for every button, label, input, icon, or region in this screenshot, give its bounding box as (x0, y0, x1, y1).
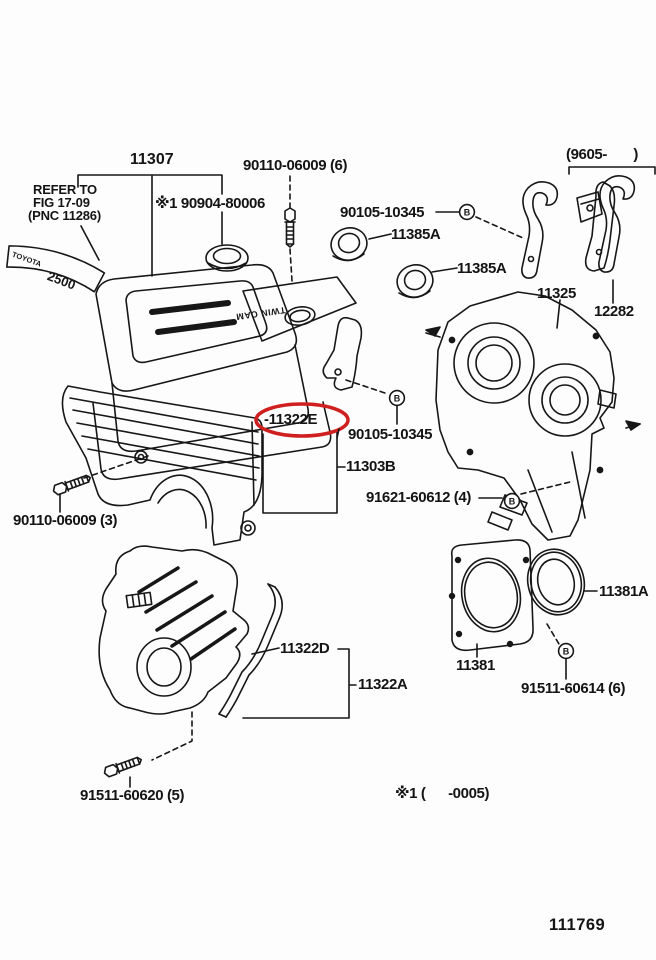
highlight-oval (254, 402, 350, 438)
date-range-label: (9605- ) (566, 146, 638, 163)
cam-seal-1-drawing (330, 227, 368, 262)
nameplate-brand-text: TOYOTA (11, 250, 43, 269)
refer-note-line3: (PNC 11286) (28, 208, 101, 223)
part-label-11381a: 11381A (599, 583, 649, 600)
part-label-90110-3: 90110-06009 (3) (13, 512, 118, 529)
part-label-91511-60614: 91511-60614 (6) (521, 680, 626, 697)
bolt-glyph-top (284, 207, 296, 248)
hanger-hook-2-and-sensor-drawing (576, 174, 636, 273)
figure-code: 111769 (549, 916, 606, 934)
part-label-11385a-1: 11385A (391, 226, 441, 243)
part-label-11325: 11325 (537, 285, 576, 302)
part-label-11381: 11381 (456, 657, 495, 674)
part-label-11385a-2: 11385A (457, 260, 507, 277)
part-label-11322a: 11322A (358, 676, 408, 693)
b-nut-icon: B (394, 394, 401, 404)
part-label-90105-top: 90105-10345 (340, 204, 425, 221)
inner-cover-11325-drawing (425, 291, 641, 541)
b-nut-icon: B (464, 208, 471, 218)
seal-retainer-drawing (448, 539, 534, 652)
nameplate-model-text: 2500 (45, 268, 77, 292)
part-label-11307: 11307 (130, 151, 174, 168)
bolt-glyph-left (51, 472, 93, 497)
grommet-drawing (205, 244, 249, 272)
hanger-hook-1-drawing (521, 180, 559, 279)
bolt-glyph-bottom (102, 754, 144, 779)
leader-lines (59, 166, 656, 788)
highlight-connector (336, 428, 340, 439)
dashed-lines (83, 175, 571, 761)
crank-seal-drawing (526, 548, 586, 616)
part-label-11322e-highlighted: -11322E (264, 411, 318, 428)
refer-note-line2: FIG 17-09 (33, 195, 90, 210)
part-label-91621: 91621-60612 (4) (366, 489, 471, 506)
refer-note-line1: REFER TO (33, 182, 97, 197)
b-nut-symbols: B B B B (388, 203, 575, 660)
lower-timing-cover-drawing (98, 545, 250, 715)
cam-seal-2-drawing (396, 264, 434, 299)
part-label-11322d: 11322D (280, 640, 330, 657)
b-nut-icon: B (563, 647, 570, 657)
part-label-90110-6: 90110-06009 (6) (243, 157, 348, 174)
part-label-90904: ※1 90904-80006 (155, 195, 265, 212)
part-label-91511-60620: 91511-60620 (5) (80, 787, 185, 804)
serial-range-note: ※1 ( -0005) (395, 785, 490, 802)
gasket-strip-drawing (218, 583, 283, 718)
valve-cover-drawing: TWIN CAM (92, 263, 357, 481)
nameplate-drawing: TOYOTA 2500 (6, 245, 106, 293)
b-nut-icon: B (509, 497, 516, 507)
part-label-90105-mid: 90105-10345 (348, 426, 433, 443)
upper-timing-cover-drawing (61, 385, 263, 546)
part-label-11303b: 11303B (346, 458, 396, 475)
part-label-12282: 12282 (594, 303, 634, 320)
stay-bracket-drawing (322, 316, 363, 391)
